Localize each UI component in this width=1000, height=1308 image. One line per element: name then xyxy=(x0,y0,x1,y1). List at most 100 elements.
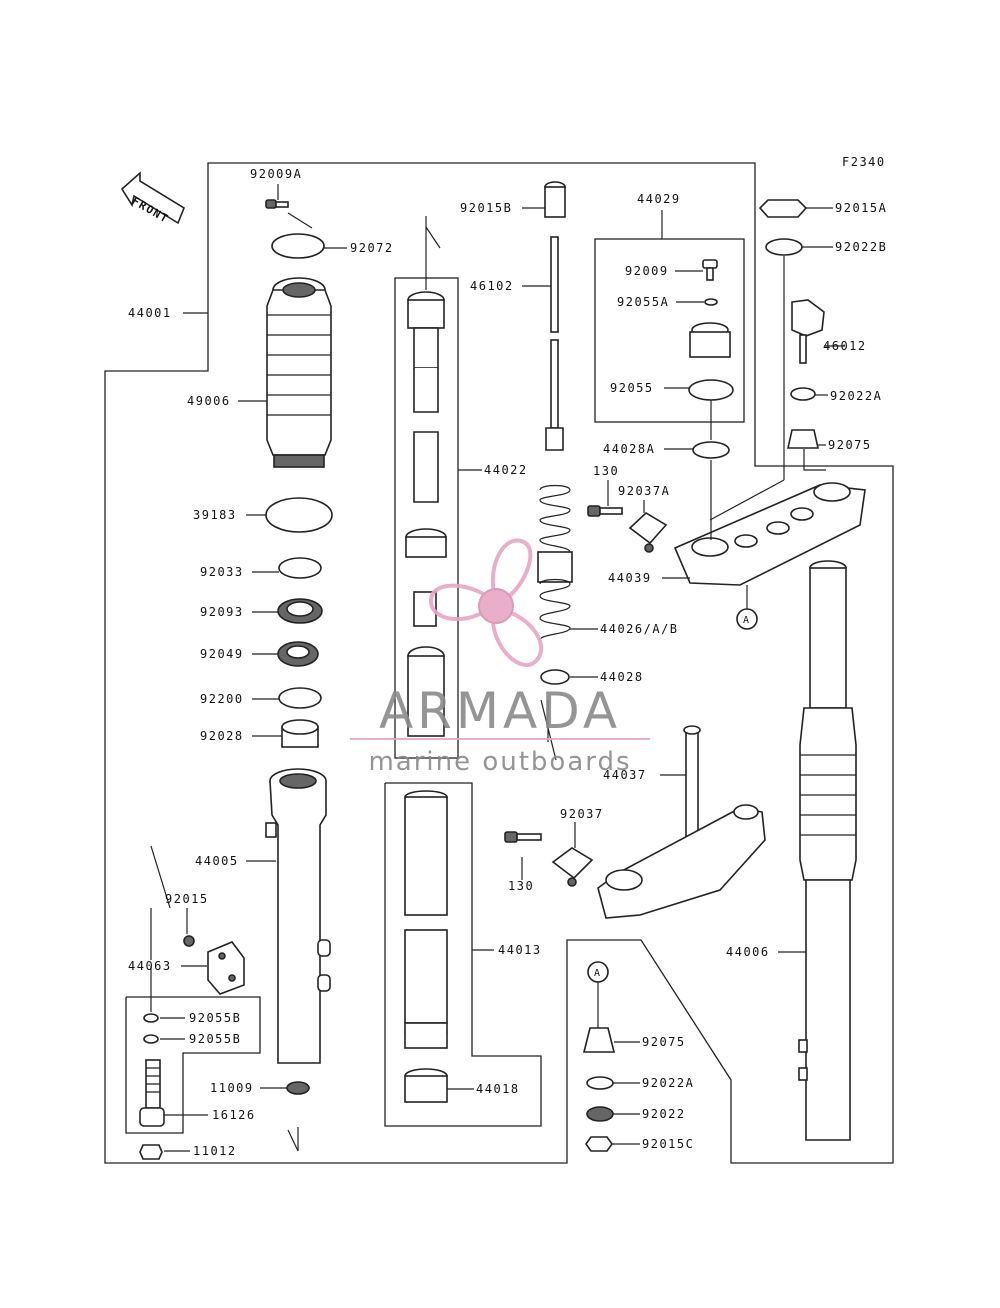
label-39183: 39183 xyxy=(193,508,237,522)
part-44028-seat xyxy=(540,669,570,685)
part-49006-boot xyxy=(266,277,332,468)
part-11009-washer xyxy=(286,1081,310,1095)
label-92075-bottom: 92075 xyxy=(642,1035,686,1049)
part-92015-nut xyxy=(183,935,195,947)
label-92022A-bottom: 92022A xyxy=(642,1076,694,1090)
part-44005-outer-tube xyxy=(265,768,331,1064)
part-92200-washer xyxy=(278,687,322,709)
label-92009A: 92009A xyxy=(250,167,302,181)
label-44028: 44028 xyxy=(600,670,644,684)
label-46012: 46012 xyxy=(823,339,867,353)
part-44026-spring xyxy=(537,484,573,641)
figure-code: F2340 xyxy=(842,155,886,169)
part-92015B-cap xyxy=(544,181,566,218)
label-92028: 92028 xyxy=(200,729,244,743)
propeller-logo-icon xyxy=(428,538,543,667)
label-92015C: 92015C xyxy=(642,1137,694,1151)
part-44063-holder xyxy=(207,941,245,995)
label-92037A: 92037A xyxy=(618,484,670,498)
part-46102-rod xyxy=(545,236,564,451)
label-44006: 44006 xyxy=(726,945,770,959)
part-92009A-screw xyxy=(265,199,289,209)
label-92093: 92093 xyxy=(200,605,244,619)
label-44039: 44039 xyxy=(608,571,652,585)
part-92037-clamp xyxy=(551,847,594,887)
label-44026: 44026/A/B xyxy=(600,622,679,636)
part-44039-upper-bracket xyxy=(673,482,866,586)
part-44018-bushing xyxy=(404,1068,448,1103)
part-92015A-nut xyxy=(758,199,808,218)
part-92022A-washer-top xyxy=(790,387,816,401)
label-130-bottom: 130 xyxy=(508,879,534,893)
label-92055B-2: 92055B xyxy=(189,1032,241,1046)
label-92055A: 92055A xyxy=(617,295,669,309)
watermark-brand: ARMADA xyxy=(379,682,621,740)
label-130-top: 130 xyxy=(593,464,619,478)
label-44013: 44013 xyxy=(498,943,542,957)
label-92075-top: 92075 xyxy=(828,438,872,452)
part-92075-cushion-bottom xyxy=(582,1027,616,1053)
part-92037A-clamp xyxy=(628,512,668,553)
label-92015A: 92015A xyxy=(835,201,887,215)
label-11009: 11009 xyxy=(210,1081,254,1095)
part-92009-screw xyxy=(702,259,718,281)
watermark: ARMADA marine outboards xyxy=(350,538,650,777)
part-130-bolt-bottom xyxy=(504,831,542,843)
leader-lines xyxy=(150,184,845,1152)
label-44005: 44005 xyxy=(195,854,239,868)
label-92049: 92049 xyxy=(200,647,244,661)
watermark-tagline: marine outboards xyxy=(368,747,631,777)
label-16126: 16126 xyxy=(212,1108,256,1122)
label-92033: 92033 xyxy=(200,565,244,579)
part-92072-clamp xyxy=(271,233,325,259)
part-39183-clamp xyxy=(265,497,333,533)
label-92022: 92022 xyxy=(642,1107,686,1121)
part-44013-tube xyxy=(404,790,448,1049)
label-92055B-1: 92055B xyxy=(189,1011,241,1025)
label-44022: 44022 xyxy=(484,463,528,477)
label-92072: 92072 xyxy=(350,241,394,255)
part-44029-cap xyxy=(689,322,731,358)
label-44063: 44063 xyxy=(128,959,172,973)
label-92022B: 92022B xyxy=(835,240,887,254)
part-92055B-ring-2 xyxy=(143,1034,159,1044)
part-92022A-washer-bottom xyxy=(586,1076,614,1090)
label-49006: 49006 xyxy=(187,394,231,408)
label-44028A: 44028A xyxy=(603,442,655,456)
part-16126-bolt xyxy=(139,1059,165,1127)
label-11012: 11012 xyxy=(193,1144,237,1158)
part-44028A-washer xyxy=(692,441,730,459)
label-92009: 92009 xyxy=(625,264,669,278)
part-92033-ring xyxy=(278,557,322,579)
part-92055B-ring-1 xyxy=(143,1013,159,1023)
part-92093-seal xyxy=(277,598,323,624)
part-92022B-washer xyxy=(765,238,803,256)
part-92028-bushing xyxy=(281,719,319,748)
part-92075-cushion-top xyxy=(787,429,819,449)
label-92055: 92055 xyxy=(610,381,654,395)
ref-a-bottom: A xyxy=(594,968,602,979)
label-46102: 46102 xyxy=(470,279,514,293)
part-92055-oring xyxy=(688,379,734,401)
label-44037: 44037 xyxy=(603,768,647,782)
part-labels: 44001 92009A 92072 49006 39183 92033 920… xyxy=(128,167,887,1158)
label-92022A-top: 92022A xyxy=(830,389,882,403)
front-arrow-icon: FRONT xyxy=(120,171,185,226)
part-46012-bolt xyxy=(791,299,825,364)
part-92055A-ring xyxy=(704,298,718,306)
label-92015: 92015 xyxy=(165,892,209,906)
label-44001: 44001 xyxy=(128,306,172,320)
label-92037: 92037 xyxy=(560,807,604,821)
part-44037-stem-bracket xyxy=(597,725,766,919)
part-92015C-nut xyxy=(585,1136,613,1152)
label-44018: 44018 xyxy=(476,1082,520,1096)
label-44029: 44029 xyxy=(637,192,681,206)
part-130-bolt-top xyxy=(587,505,623,517)
label-92200: 92200 xyxy=(200,692,244,706)
part-92049-seal xyxy=(277,641,319,667)
part-11012-nut xyxy=(139,1144,163,1160)
ref-a-top: A xyxy=(743,615,751,626)
label-92015B: 92015B xyxy=(460,201,512,215)
part-44022-inner-tube xyxy=(405,291,447,737)
